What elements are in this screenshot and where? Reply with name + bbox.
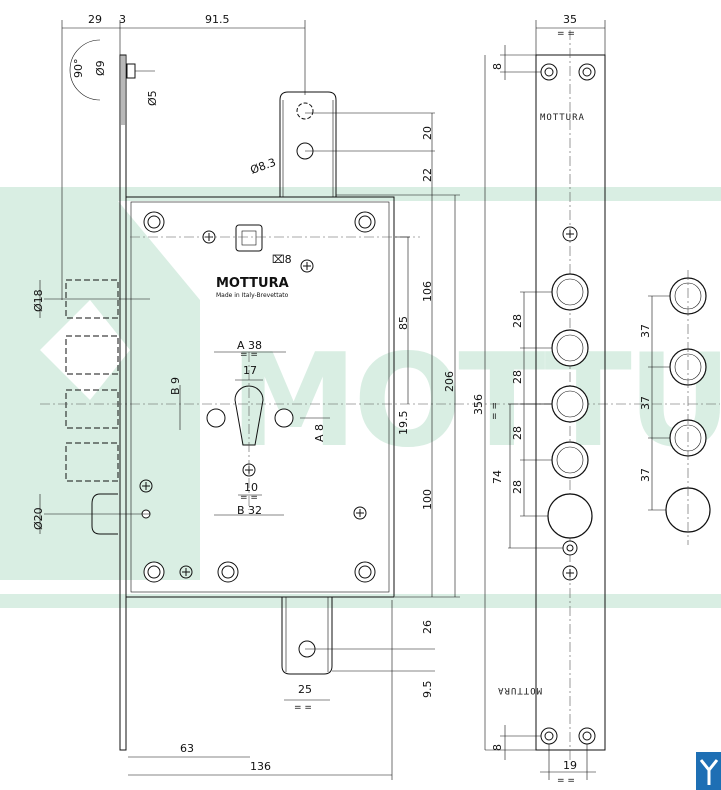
dim-28-c: 28 — [511, 426, 524, 440]
eq-a38: = = — [240, 350, 258, 360]
dim-19: 19 — [563, 759, 577, 772]
dim-85: 85 — [397, 316, 410, 330]
dim-a-8: A 8 — [313, 424, 326, 442]
dimension-lines — [39, 20, 460, 780]
dim-3: 3 — [119, 13, 126, 26]
eq-25: = = — [294, 703, 312, 713]
dim-9-5: 9.5 — [421, 681, 434, 699]
dim-37-a: 37 — [639, 324, 652, 338]
dim-106: 106 — [421, 281, 434, 302]
dim-8-bottom: 8 — [491, 744, 504, 751]
dim-37-b: 37 — [639, 396, 652, 410]
dim-dia-5: Ø5 — [146, 90, 159, 106]
dim-17: 17 — [243, 364, 257, 377]
dim-91-5: 91.5 — [205, 13, 230, 26]
dim-74: 74 — [491, 470, 504, 484]
dim-10: 10 — [244, 481, 258, 494]
dim-a-38: A 38 — [237, 339, 262, 352]
dim-63: 63 — [180, 742, 194, 755]
dim-28-d: 28 — [511, 480, 524, 494]
dim-square-8: ⌧8 — [272, 253, 292, 266]
side-view — [40, 54, 720, 751]
eq-b32: = = — [240, 493, 258, 503]
faceplate-stamp-top: MOTTURA — [540, 113, 585, 123]
dim-angle-90: 90° — [72, 59, 85, 79]
dim-29: 29 — [88, 13, 102, 26]
watermark-text: MOTTURA — [230, 327, 721, 476]
dim-37-c: 37 — [639, 468, 652, 482]
dim-35: 35 — [563, 13, 577, 26]
bolt-profile — [648, 270, 711, 545]
faceplate-stamp-bottom: MOTTURA — [497, 685, 542, 695]
dim-b-9: B 9 — [169, 377, 182, 395]
dim-dia-18: Ø18 — [32, 289, 45, 312]
lock-case — [125, 91, 420, 675]
faceplate — [484, 20, 606, 780]
dim-356: 356 — [472, 394, 485, 415]
dim-dia-8-3: Ø8.3 — [249, 156, 278, 177]
dim-25: 25 — [298, 683, 312, 696]
dim-dia-20: Ø20 — [32, 507, 45, 530]
dim-206: 206 — [443, 371, 456, 392]
dim-100: 100 — [421, 489, 434, 510]
dim-b-32: B 32 — [237, 504, 262, 517]
dim-19-5: 19.5 — [397, 411, 410, 436]
dim-dia-9: Ø9 — [94, 60, 107, 76]
dim-28-b: 28 — [511, 370, 524, 384]
eq-19: = = — [557, 776, 575, 786]
corner-logo-icon — [696, 752, 721, 790]
case-subline: Made in Italy-Brevettato — [216, 292, 289, 299]
eq-356: = = — [490, 402, 500, 420]
case-logo: MOTTURA — [216, 276, 289, 291]
dim-20: 20 — [421, 126, 434, 140]
eq-35: = = — [557, 29, 575, 39]
dim-8-top: 8 — [491, 63, 504, 70]
dim-136: 136 — [250, 760, 271, 773]
dim-26: 26 — [421, 620, 434, 634]
dim-22: 22 — [421, 168, 434, 182]
dim-28-a: 28 — [511, 314, 524, 328]
